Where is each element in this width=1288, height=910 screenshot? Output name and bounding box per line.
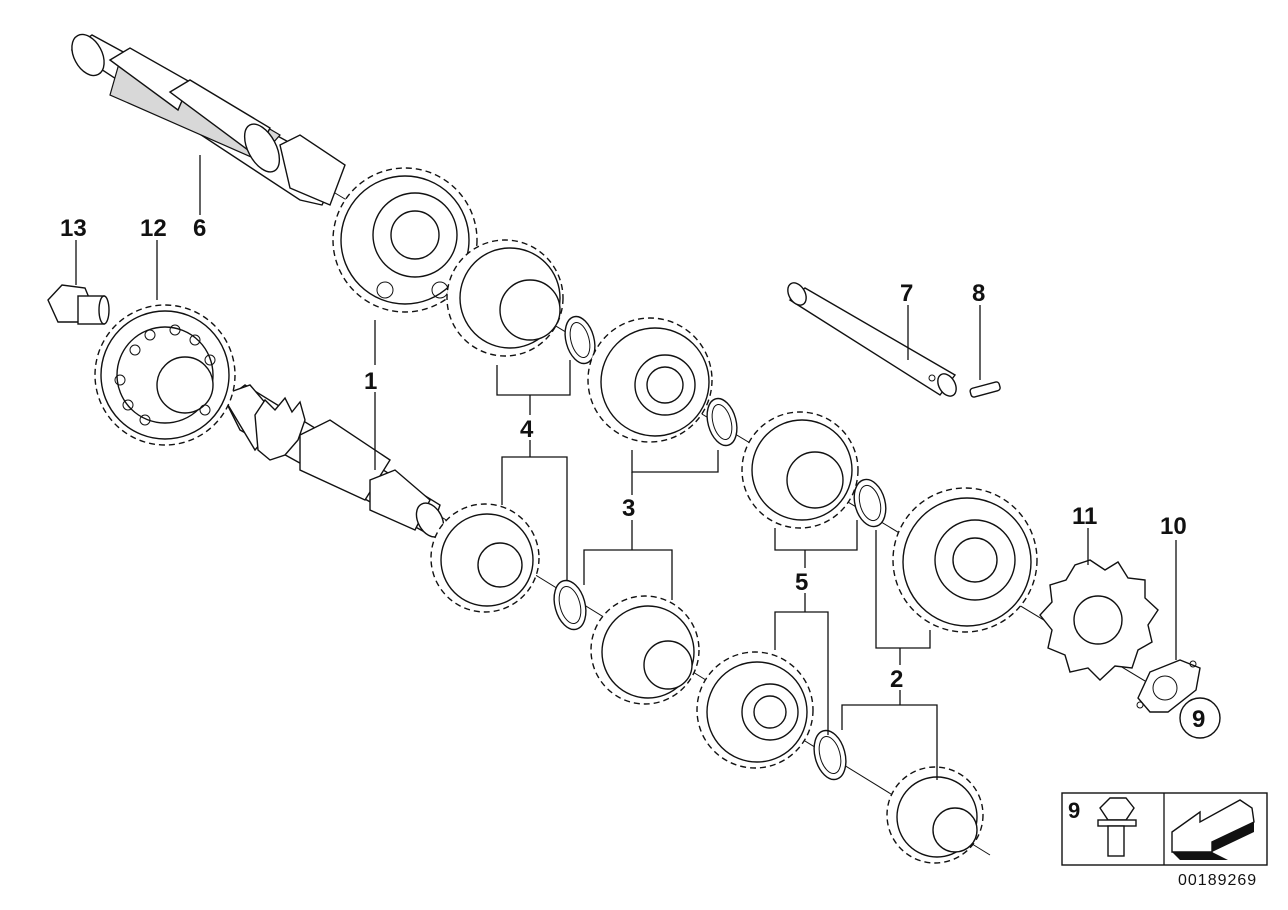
upper-shaft [70,33,346,206]
callout-12: 12 [140,215,167,242]
snap-ring-upper-2 [706,397,738,447]
callout-7: 7 [900,280,913,307]
gear-top-large [332,167,478,313]
snap-ring-lower-2 [813,729,847,781]
shift-shaft-7 [787,282,957,397]
callout-3: 3 [622,495,635,522]
sprocket-11 [1039,559,1159,681]
lower-shaft [220,384,445,538]
callout-6: 6 [193,215,206,242]
gear-4-upper [446,239,564,357]
legend-ref-number: 9 [1068,798,1080,823]
gear-2-lower [886,766,984,864]
gear-2-upper [892,487,1038,633]
callout-13: 13 [60,215,87,242]
callout-9: 9 [1192,706,1205,733]
arrow-icon [1171,799,1255,860]
snap-ring-lower-1 [553,579,587,631]
bolt-icon [1097,797,1137,857]
plug-screw-13 [47,284,110,325]
snap-ring-upper-1 [564,315,596,365]
callout-8: 8 [972,280,985,307]
callout-5: 5 [795,569,808,596]
callout-9-circle [1179,697,1221,739]
document-number: 00189269 [1178,872,1257,889]
gear-5-lower [696,651,814,769]
leader-lines [75,155,1177,780]
legend-box: 9 [1061,792,1268,866]
lock-plate-10 [1136,659,1201,713]
callout-4: 4 [520,416,534,443]
gear-4-lower [430,503,540,613]
callout-2: 2 [890,666,903,693]
gear-3-lower [590,595,700,705]
callout-11: 11 [1072,503,1097,530]
gear-3-upper [587,317,713,443]
callout-labels: 1 2 3 4 5 6 7 8 11 10 12 13 9 [60,215,1221,739]
callout-1: 1 [364,368,377,395]
pin-8 [969,381,1001,398]
gear-12 [94,304,236,446]
gear-5-upper [741,411,859,529]
snap-ring-upper-3 [853,478,887,528]
callout-10: 10 [1160,513,1187,540]
